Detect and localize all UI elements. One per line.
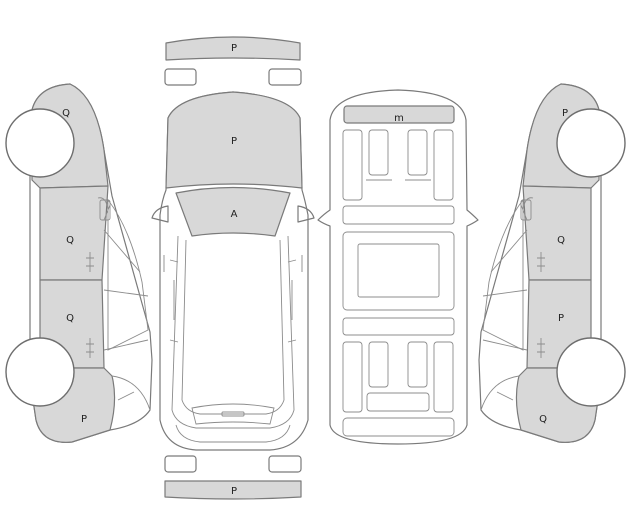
trunk-panel [342, 417, 455, 437]
left-rear-quarter-code: P [81, 414, 87, 425]
front-bumper-code: P [231, 43, 237, 54]
left-front-fender-code: Q [62, 108, 70, 119]
rear-crossbar [342, 317, 455, 336]
right-rear-wheel [556, 337, 626, 407]
right-rear-quarter-code: Q [539, 414, 547, 425]
left-front-wheel [5, 108, 75, 178]
interior-front-panel[interactable]: m [343, 105, 455, 124]
hood[interactable]: P [165, 91, 303, 189]
right-side-view: P Q P Q [478, 83, 626, 443]
right-rear-door-code: P [558, 313, 564, 324]
left-mirror [151, 205, 169, 223]
right-mirror [297, 205, 315, 223]
right-front-door[interactable]: Q [522, 185, 592, 281]
center-floor [342, 231, 455, 311]
rear-bumper-code: P [231, 486, 237, 497]
rear-left-seat-outer [342, 341, 363, 413]
center-console [357, 243, 440, 298]
rear-bench [366, 392, 430, 412]
rear-right-seat-outer [433, 341, 454, 413]
right-front-door-code: Q [557, 235, 565, 246]
front-left-seat-outer [342, 129, 363, 201]
left-rear-door-code: Q [66, 313, 74, 324]
front-right-seat-outer [433, 129, 454, 201]
rear-left-seat [368, 341, 389, 388]
right-front-wheel [556, 108, 626, 178]
top-view: P A [151, 91, 315, 451]
left-rear-wheel [5, 337, 75, 407]
rear-bumper[interactable]: P [164, 480, 302, 500]
front-left-headlight[interactable] [164, 68, 197, 86]
rear-left-taillight[interactable] [164, 455, 197, 473]
interior-front-panel-code: m [394, 113, 404, 124]
rear-right-seat [407, 341, 428, 388]
left-front-door[interactable]: Q [39, 185, 109, 281]
left-front-door-code: Q [66, 235, 74, 246]
rear-right-taillight[interactable] [268, 455, 302, 473]
hood-code: P [231, 136, 237, 147]
right-front-fender-code: P [562, 108, 568, 119]
windshield-code: A [231, 209, 238, 220]
left-side-view: Q Q Q P [5, 83, 153, 443]
interior-view: m [317, 89, 479, 445]
front-right-headlight[interactable] [268, 68, 302, 86]
front-right-seat [407, 129, 428, 176]
windshield[interactable]: A [175, 186, 291, 237]
front-crossbar [342, 205, 455, 225]
front-bumper[interactable]: P [165, 36, 301, 61]
front-left-seat [368, 129, 389, 176]
